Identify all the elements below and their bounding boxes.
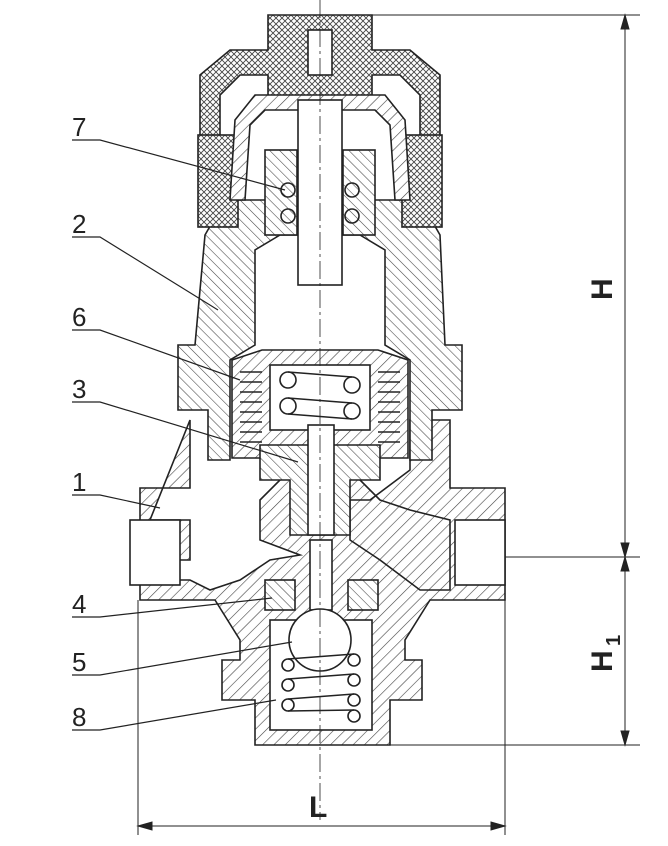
- part-label-2: 2: [72, 209, 86, 239]
- leader-lines: [72, 139, 299, 731]
- part-label-6: 6: [72, 302, 86, 332]
- part-label-4: 4: [72, 589, 86, 619]
- dimension-labels: H H 1 L: [309, 278, 625, 824]
- dimension-lines: [136, 13, 640, 835]
- part-label-5: 5: [72, 647, 86, 677]
- dimension-H: H: [586, 278, 619, 300]
- springs: [240, 182, 400, 723]
- part-label-3: 3: [72, 374, 86, 404]
- part-labels: 7 2 6 3 1 4 5 8: [72, 112, 86, 732]
- part-label-1: 1: [72, 467, 86, 497]
- part-label-7: 7: [72, 112, 86, 142]
- dimension-H1-subscript: 1: [603, 635, 625, 646]
- dimension-H1: H: [586, 650, 619, 672]
- dimension-L: L: [309, 791, 327, 824]
- valve-body: [129, 14, 506, 746]
- part-label-8: 8: [72, 702, 86, 732]
